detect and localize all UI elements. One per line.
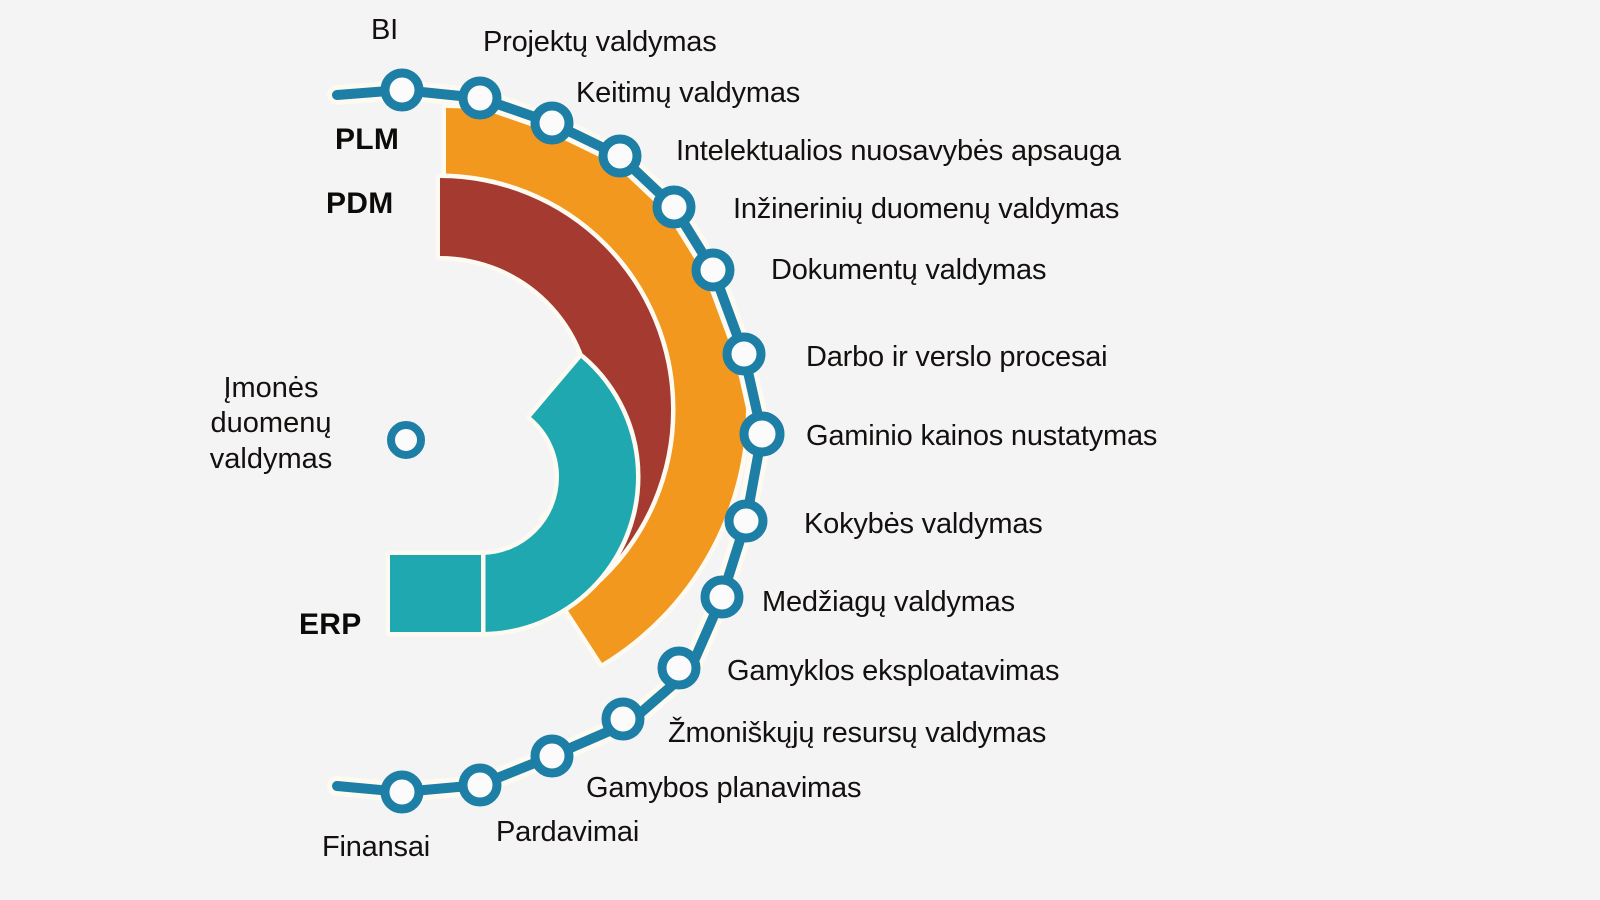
node-label-kokybes[interactable]: Kokybės valdymas <box>804 508 1043 540</box>
node-marker-pardavimai[interactable] <box>458 763 502 807</box>
node-marker-bi[interactable] <box>380 68 424 112</box>
node-marker-zmogiskuju[interactable] <box>601 697 645 741</box>
center-label-line-1: Įmonės <box>223 372 319 404</box>
node-label-darbo[interactable]: Darbo ir verslo procesai <box>806 341 1108 373</box>
node-label-dokumentu[interactable]: Dokumentų valdymas <box>771 254 1047 286</box>
node-marker-kokybes[interactable] <box>724 499 768 543</box>
ring-arc-erp-fill <box>481 358 637 632</box>
node-label-pardavimai[interactable]: Pardavimai <box>496 816 640 848</box>
ring-arc-erp[interactable] <box>385 353 641 637</box>
node-marker-keitimu[interactable] <box>530 101 574 145</box>
node-marker-intelektualios[interactable] <box>598 134 642 178</box>
node-label-medziagu[interactable]: Medžiagų valdymas <box>762 586 1015 618</box>
node-label-zmogiskuju[interactable]: Žmoniškųjų resursų valdymas <box>668 717 1047 749</box>
ring-label-erp[interactable]: ERP <box>299 608 362 641</box>
ring-arc-erp-tail-fill <box>390 555 481 632</box>
node-marker-gamybos[interactable] <box>530 734 574 778</box>
node-label-finansai[interactable]: Finansai <box>322 831 431 863</box>
node-markers[interactable] <box>380 68 785 814</box>
node-label-inzineriniu[interactable]: Inžinerinių duomenų valdymas <box>733 193 1120 225</box>
node-marker-inzineriniu[interactable] <box>652 185 696 229</box>
node-marker-gaminio[interactable] <box>739 411 785 457</box>
node-marker-finansai[interactable] <box>380 770 424 814</box>
node-label-keitimu[interactable]: Keitimų valdymas <box>576 77 801 109</box>
ring-arc-plm-fill <box>446 108 746 663</box>
node-label-intelektualios[interactable]: Intelektualios nuosavybės apsauga <box>676 135 1121 167</box>
node-marker-darbo[interactable] <box>722 332 766 376</box>
node-label-gaminio[interactable]: Gaminio kainos nustatymas <box>806 420 1158 452</box>
center-label: Įmonės duomenų valdymas <box>178 371 364 477</box>
node-label-gamybos[interactable]: Gamybos planavimas <box>586 772 862 804</box>
center-label-line-3: valdymas <box>209 442 333 475</box>
node-label-bi[interactable]: BI <box>371 14 398 46</box>
node-marker-dokumentu[interactable] <box>691 248 735 292</box>
node-marker-medziagu[interactable] <box>700 575 744 619</box>
node-label-projektu[interactable]: Projektų valdymas <box>483 26 717 58</box>
node-label-gamyklos[interactable]: Gamyklos eksploatavimas <box>727 655 1060 687</box>
center-label-line-2: duomenų <box>210 407 332 440</box>
ring-label-pdm[interactable]: PDM <box>326 187 394 220</box>
node-marker-center[interactable] <box>387 421 425 459</box>
node-marker-gamyklos[interactable] <box>657 646 701 690</box>
ring-label-plm[interactable]: PLM <box>335 123 400 156</box>
node-marker-projektu[interactable] <box>458 76 502 120</box>
